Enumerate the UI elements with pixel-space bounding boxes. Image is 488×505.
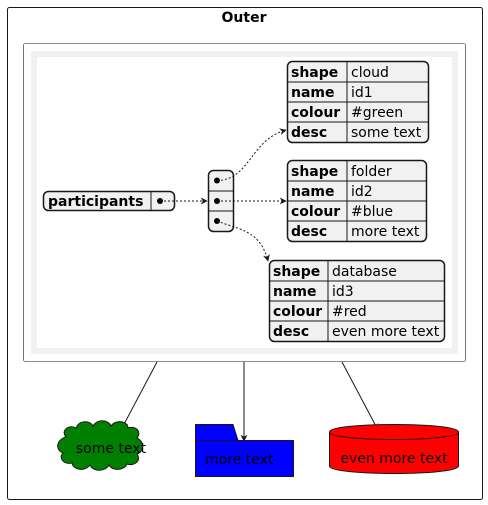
table-2-val-desc: more text [351, 224, 420, 240]
link-array-id3 [216, 220, 270, 262]
folder-node: more text [195, 424, 294, 477]
table-2-val-colour: #blue [351, 204, 393, 220]
table-1-key-colour: colour [291, 105, 340, 121]
arrow-to-cloud [121, 361, 158, 429]
database-icon [329, 424, 459, 474]
table-2-key-name: name [291, 184, 335, 200]
database-node-label: even more text [340, 451, 448, 467]
table-1-key-desc: desc [291, 125, 327, 141]
arrow-to-database [341, 361, 379, 431]
table-3-val-colour: #red [332, 304, 367, 320]
folder-icon [195, 424, 294, 477]
table-2-key-shape: shape [291, 164, 338, 180]
table-1-val-shape: cloud [351, 65, 389, 81]
table-2-key-desc: desc [291, 224, 327, 240]
cloud-node-label: some text [76, 441, 147, 457]
outer-title: Outer [222, 10, 267, 26]
database-node: even more text [329, 424, 459, 474]
table-2-key-colour: colour [291, 204, 340, 220]
participant-table-1: shape name colour desc cloud id1 #green … [286, 60, 430, 144]
table-1-val-desc: some text [351, 125, 422, 141]
participants-box: participants [42, 190, 176, 212]
table-2-val-shape: folder [351, 164, 392, 180]
table-3-val-name: id3 [332, 284, 354, 300]
participant-table-3: shape name colour desc database id3 #red… [268, 259, 446, 343]
cloud-icon [57, 420, 144, 471]
folder-node-label: more text [205, 452, 274, 468]
table-1-key-name: name [291, 85, 335, 101]
table-3-val-shape: database [332, 264, 397, 280]
participants-label: participants [48, 194, 143, 210]
table-3-key-name: name [273, 284, 317, 300]
table-1-key-shape: shape [291, 65, 338, 81]
table-3-key-shape: shape [273, 264, 320, 280]
table-2-val-name: id2 [351, 184, 373, 200]
table-1-val-name: id1 [351, 85, 373, 101]
link-array-id1 [216, 128, 287, 181]
table-3-val-desc: even more text [332, 324, 440, 340]
cloud-node: some text [57, 420, 147, 471]
participant-table-2: shape name colour desc folder id2 #blue … [286, 159, 428, 243]
table-3-key-colour: colour [273, 304, 322, 320]
table-1-val-colour: #green [351, 105, 403, 121]
table-3-key-desc: desc [273, 324, 309, 340]
